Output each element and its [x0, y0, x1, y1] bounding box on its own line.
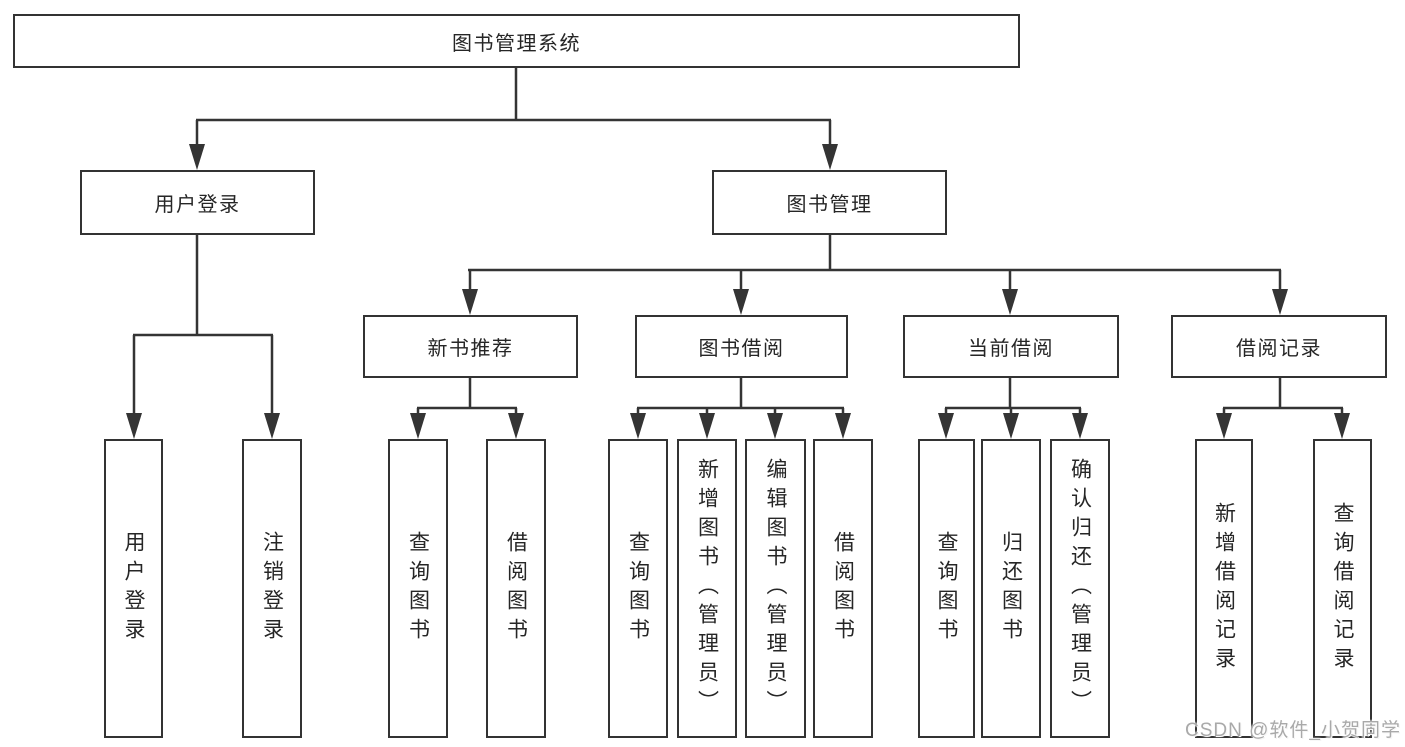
connector-root-to-level2 [189, 68, 838, 170]
connector-current-borrow-children [938, 377, 1088, 439]
node-new-book-recommend: 新书推荐 [363, 315, 578, 378]
watermark: CSDN @软件_小贺同学 [1185, 720, 1401, 741]
connector-book-management-to-level3 [462, 234, 1288, 315]
leaf-logout: 注销登录 [242, 439, 302, 738]
leaf-confirm-return-admin: 确认归还（管理员） [1050, 439, 1110, 738]
node-root: 图书管理系统 [13, 14, 1020, 68]
connector-book-borrow-children [630, 377, 851, 439]
connector-new-book-children [410, 377, 524, 439]
leaf-query-borrow-record: 查询借阅记录 [1313, 439, 1372, 738]
node-user-login: 用户登录 [80, 170, 315, 235]
connector-user-login-children [126, 234, 280, 439]
node-book-borrow: 图书借阅 [635, 315, 848, 378]
node-book-management: 图书管理 [712, 170, 947, 235]
leaf-query-books-recommend: 查询图书 [388, 439, 448, 738]
leaf-borrow-books: 借阅图书 [813, 439, 873, 738]
leaf-add-book-admin: 新增图书（管理员） [677, 439, 737, 738]
leaf-query-books-current: 查询图书 [918, 439, 975, 738]
leaf-add-borrow-record: 新增借阅记录 [1195, 439, 1253, 738]
leaf-query-books-borrow: 查询图书 [608, 439, 668, 738]
leaf-return-book: 归还图书 [981, 439, 1041, 738]
leaf-edit-book-admin: 编辑图书（管理员） [745, 439, 806, 738]
node-current-borrow: 当前借阅 [903, 315, 1119, 378]
leaf-user-login: 用户登录 [104, 439, 163, 738]
node-borrow-records: 借阅记录 [1171, 315, 1387, 378]
connector-borrow-records-children [1216, 377, 1350, 439]
leaf-borrow-books-recommend: 借阅图书 [486, 439, 546, 738]
